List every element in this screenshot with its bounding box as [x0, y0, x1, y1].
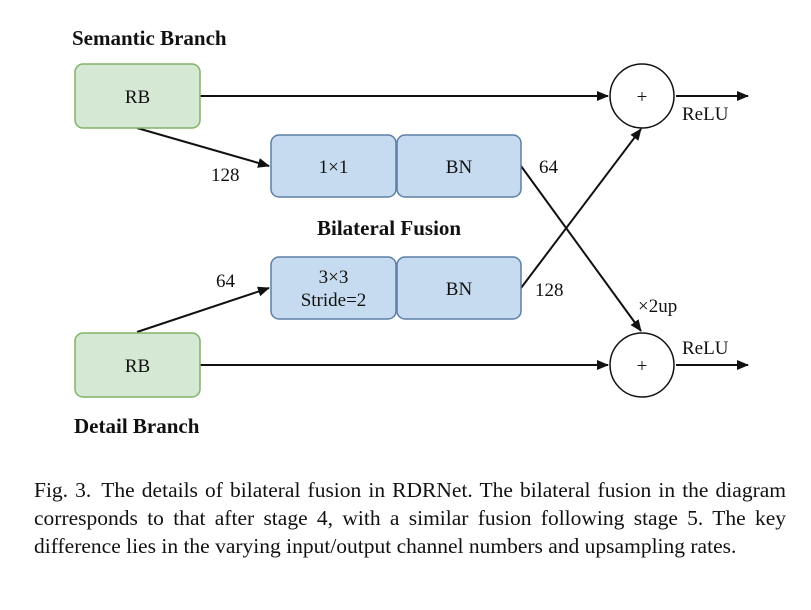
top-add-node: +	[609, 63, 675, 129]
channels-64-top-label: 64	[539, 157, 559, 178]
connections	[136, 91, 749, 370]
bn-top-block: BN	[396, 134, 522, 198]
conv3x3-block: 3×3 Stride=2	[270, 256, 397, 320]
bilateral-fusion-diagram: Semantic Branch Bilateral Fusion Detail …	[72, 26, 749, 438]
channels-64-bottom-label: 64	[216, 271, 236, 292]
conv1x1-block: 1×1	[270, 134, 397, 198]
bottom-add-node: +	[609, 332, 675, 398]
semantic-rb-block: RB	[74, 63, 201, 129]
semantic-rb-to-conv1x1-arrow	[136, 127, 270, 168]
conv1x1-label: 1×1	[319, 157, 349, 178]
semantic-branch-title: Semantic Branch	[72, 26, 227, 50]
detail-rb-box	[74, 332, 201, 398]
relu-bottom-label: ReLU	[682, 338, 729, 359]
figure-caption: Fig. 3.The details of bilateral fusion i…	[34, 476, 786, 560]
bn-bottom-block: BN	[396, 256, 522, 320]
conv3x3-stride-label: Stride=2	[301, 290, 367, 311]
upsample-label: ×2up	[638, 296, 677, 317]
channels-128-bottom-label: 128	[535, 280, 564, 301]
semantic-rb-box	[74, 63, 201, 129]
bn-bottom-to-top-plus-arrow	[520, 128, 642, 289]
relu-top-label: ReLU	[682, 104, 729, 125]
bn-top-to-bottom-plus-arrow	[520, 165, 642, 332]
conv1x1-box	[270, 134, 397, 198]
bn-bottom-box	[396, 256, 522, 320]
semantic-rb-label: RB	[125, 87, 150, 108]
detail-rb-to-conv3x3-arrow	[136, 286, 270, 333]
bilateral-fusion-title: Bilateral Fusion	[317, 216, 461, 240]
caption-text: The details of bilateral fusion in RDRNe…	[34, 478, 787, 558]
bn-top-box	[396, 134, 522, 198]
conv3x3-box	[270, 256, 397, 320]
detail-rb-block: RB	[74, 332, 201, 398]
detail-rb-label: RB	[125, 356, 150, 377]
plus-icon: +	[637, 87, 648, 108]
channels-128-top-label: 128	[211, 165, 240, 186]
bottom-add-circle	[609, 332, 675, 398]
bn-bottom-label: BN	[446, 279, 473, 300]
conv3x3-kernel-label: 3×3	[319, 267, 349, 288]
bn-top-label: BN	[446, 157, 473, 178]
plus-icon: +	[637, 356, 648, 377]
figure-label: Fig. 3.	[34, 478, 92, 502]
top-add-circle	[609, 63, 675, 129]
detail-branch-title: Detail Branch	[74, 414, 200, 438]
